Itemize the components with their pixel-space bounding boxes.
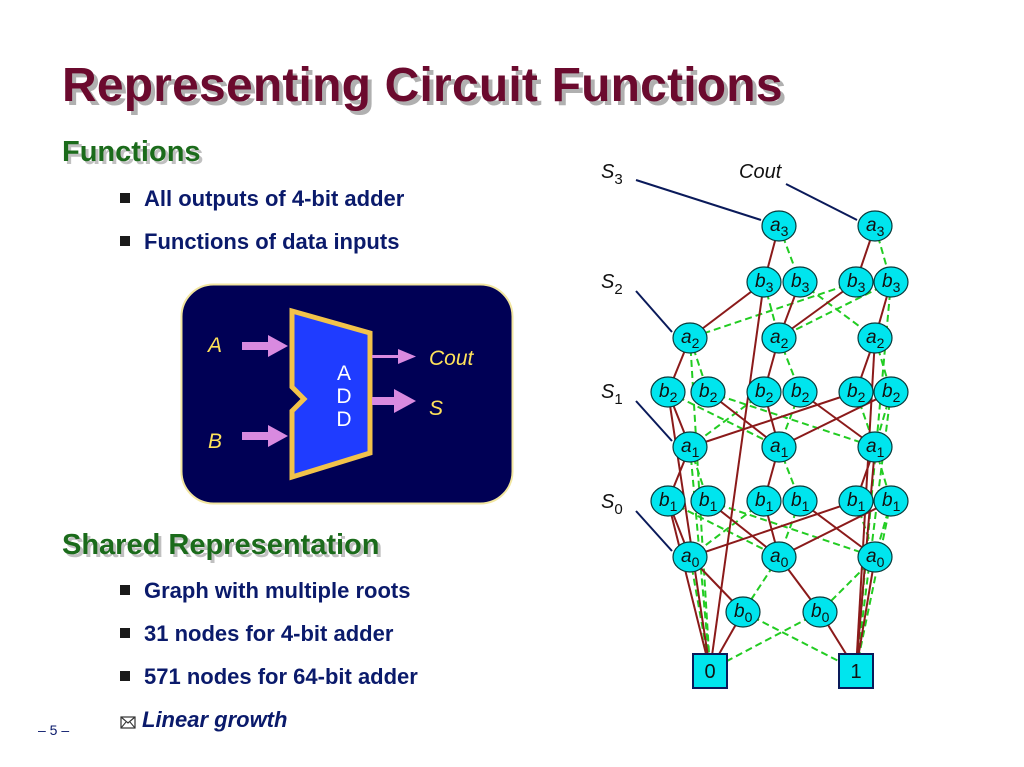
bdd-node: b1 [746,485,782,517]
output-s-label: S [429,397,443,420]
bdd-node: a2 [857,322,893,354]
root-label: S2 [601,271,623,298]
bdd-node: b2 [838,376,874,408]
bdd-node: a1 [761,431,797,463]
bdd-node: a2 [672,322,708,354]
low-edge [689,281,857,339]
root-pointer-line [635,179,762,221]
bdd-node: b1 [838,485,874,517]
terminal-node: 1 [838,653,874,689]
bdd-node: b1 [873,485,909,517]
bullet-text: 571 nodes for 64-bit adder [144,664,418,689]
bullet-text: Linear growth [142,707,288,732]
bullet-item: 31 nodes for 4-bit adder [120,621,393,647]
bdd-node: a1 [672,431,708,463]
low-edge [709,611,821,671]
bullet-item: Linear growth [120,707,287,735]
root-label: S1 [601,381,623,408]
adder-block-label: D [336,385,351,408]
bdd-node: a2 [761,322,797,354]
bdd-node: b2 [650,376,686,408]
output-cout-label: Cout [429,347,475,370]
page-number: – 5 – [38,722,70,738]
bullet-text: Graph with multiple roots [144,578,411,603]
bdd-node: b0 [802,596,838,628]
svg-text:0: 0 [704,661,715,683]
low-edge [707,391,876,448]
square-bullet-icon [120,193,130,203]
low-edge [689,556,711,671]
terminal-node: 0 [692,653,728,689]
high-edge [667,391,711,671]
input-b-label: B [208,430,222,453]
bdd-node: a3 [761,210,797,242]
bullet-text: All outputs of 4-bit adder [144,186,405,211]
bdd-node: b3 [782,266,818,298]
bullet-item: All outputs of 4-bit adder [120,186,404,212]
root-pointer-line [635,510,673,552]
bdd-node: b3 [873,266,909,298]
high-edge [855,556,876,671]
low-edge [778,281,892,339]
bdd-node: b1 [650,485,686,517]
square-bullet-icon [120,585,130,595]
bullet-text: Functions of data inputs [144,229,400,254]
bullet-item: Functions of data inputs [120,229,399,255]
low-edge [667,500,780,558]
bdd-node: b2 [873,376,909,408]
input-a-arrow [242,335,288,357]
input-b-arrow [242,425,288,447]
square-bullet-icon [120,236,130,246]
cout-arrow [372,349,416,364]
bdd-node: b2 [690,376,726,408]
section-heading-shared-representation: Shared Representation [62,529,380,561]
high-edge [778,500,892,558]
adder-block [289,307,373,481]
slide-title: Representing Circuit Functions [62,59,783,112]
envelope-bullet-icon [120,709,136,735]
root-pointer-line [635,400,673,442]
bdd-node: a1 [857,431,893,463]
section-heading-functions: Functions [62,136,201,168]
adder-diagram: A B A D D Cout S [180,283,514,505]
bdd-node: a0 [761,541,797,573]
high-edge [709,281,765,671]
bdd-node: b1 [782,485,818,517]
high-edge [689,500,857,558]
low-edge [667,391,780,448]
square-bullet-icon [120,628,130,638]
bdd-node: a3 [857,210,893,242]
root-pointer-lines [635,179,858,552]
bdd-node: a0 [857,541,893,573]
low-edge [707,500,876,558]
input-a-label: A [206,334,222,357]
bdd-node: a0 [672,541,708,573]
s-arrow [372,389,416,413]
root-pointer-line [635,290,673,333]
high-edge [667,500,711,671]
root-label: S0 [601,491,623,518]
root-label: S3 [601,161,623,188]
low-edge [855,500,892,671]
bdd-node: b3 [746,266,782,298]
bullet-text: 31 nodes for 4-bit adder [144,621,394,646]
adder-block-label: A [337,362,351,385]
adder-block-label: D [336,408,351,431]
low-edge [742,611,857,671]
bdd-node: b1 [690,485,726,517]
bullet-item: 571 nodes for 64-bit adder [120,664,418,690]
bdd-node: b2 [782,376,818,408]
root-pointer-line [785,183,858,221]
bdd-node: b3 [838,266,874,298]
square-bullet-icon [120,671,130,681]
bullet-item: Graph with multiple roots [120,578,410,604]
high-edge [689,391,857,448]
svg-text:1: 1 [850,661,861,683]
bdd-node: b0 [725,596,761,628]
bdd-node: b2 [746,376,782,408]
root-label: Cout [739,161,783,183]
